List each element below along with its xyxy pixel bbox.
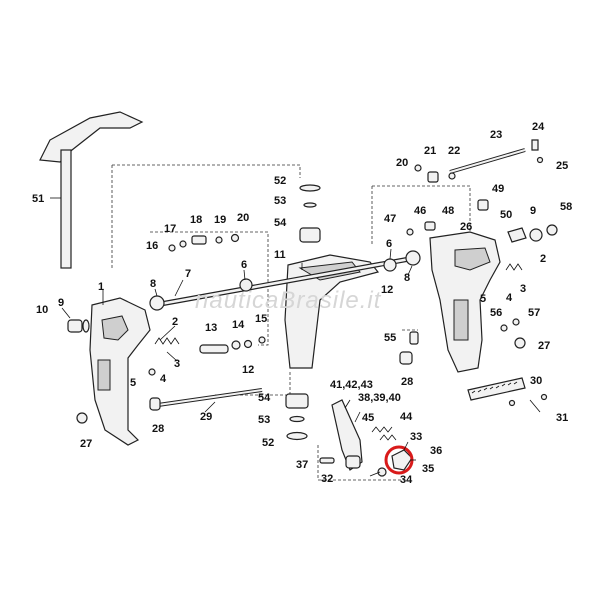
label-8: 8 bbox=[150, 278, 156, 290]
part-1-left-bracket bbox=[89, 297, 151, 446]
label-54: 54 bbox=[258, 392, 271, 404]
label-45: 45 bbox=[362, 412, 374, 424]
label-46: 46 bbox=[414, 205, 426, 217]
label-12: 12 bbox=[381, 284, 393, 296]
label-33: 33 bbox=[410, 431, 422, 443]
label-11: 11 bbox=[274, 249, 286, 261]
label-9: 9 bbox=[58, 297, 64, 309]
label-28: 28 bbox=[152, 423, 164, 435]
label-3: 3 bbox=[520, 283, 526, 295]
label-34: 34 bbox=[400, 474, 413, 486]
label-56: 56 bbox=[490, 307, 502, 319]
label-50: 50 bbox=[500, 209, 512, 221]
label-14: 14 bbox=[232, 319, 245, 331]
watermark: nauticaBrasile.it bbox=[195, 287, 382, 314]
label-20: 20 bbox=[396, 157, 408, 169]
label-51: 51 bbox=[32, 193, 44, 205]
label-38-39-40: 38,39,40 bbox=[358, 392, 401, 404]
label-30: 30 bbox=[530, 375, 542, 387]
assembly-lines bbox=[111, 164, 471, 481]
label-23: 23 bbox=[490, 129, 502, 141]
label-55: 55 bbox=[384, 332, 396, 344]
label-49: 49 bbox=[492, 183, 504, 195]
label-3: 3 bbox=[174, 358, 180, 370]
part-51-tiller-arm bbox=[39, 111, 144, 269]
label-53: 53 bbox=[274, 195, 286, 207]
label-53: 53 bbox=[258, 414, 270, 426]
label-24: 24 bbox=[532, 121, 545, 133]
label-41-42-43: 41,42,43 bbox=[330, 379, 373, 391]
label-13: 13 bbox=[205, 322, 217, 334]
label-12: 12 bbox=[242, 364, 254, 376]
label-15: 15 bbox=[255, 313, 267, 325]
hardware bbox=[67, 139, 558, 477]
label-27: 27 bbox=[80, 438, 92, 450]
label-4: 4 bbox=[160, 373, 167, 385]
leader-lines bbox=[61, 248, 541, 477]
label-1: 1 bbox=[98, 281, 104, 293]
label-57: 57 bbox=[528, 307, 540, 319]
label-6: 6 bbox=[386, 238, 392, 250]
part-labels: 1 2 2 3 3 4 4 5 5 6 6 7 8 8 9 9 10 11 12… bbox=[32, 121, 572, 486]
label-6: 6 bbox=[241, 259, 247, 271]
label-2: 2 bbox=[172, 316, 178, 328]
part-7-tube bbox=[152, 255, 418, 308]
label-17: 17 bbox=[164, 223, 176, 235]
label-10: 10 bbox=[36, 304, 48, 316]
label-26: 26 bbox=[460, 221, 472, 233]
label-22: 22 bbox=[448, 145, 460, 157]
label-48: 48 bbox=[442, 205, 454, 217]
label-16: 16 bbox=[146, 240, 158, 252]
label-5: 5 bbox=[130, 377, 136, 389]
label-19: 19 bbox=[214, 214, 226, 226]
part-23-rod bbox=[449, 148, 526, 174]
label-35: 35 bbox=[422, 463, 434, 475]
label-52: 52 bbox=[274, 175, 286, 187]
label-44: 44 bbox=[400, 411, 413, 423]
label-28: 28 bbox=[401, 376, 413, 388]
label-58: 58 bbox=[560, 201, 572, 213]
label-47: 47 bbox=[384, 213, 396, 225]
label-32: 32 bbox=[321, 473, 333, 485]
label-27: 27 bbox=[538, 340, 550, 352]
label-52: 52 bbox=[262, 437, 274, 449]
label-2: 2 bbox=[540, 253, 546, 265]
label-37: 37 bbox=[296, 459, 308, 471]
label-29: 29 bbox=[200, 411, 212, 423]
label-4: 4 bbox=[506, 292, 513, 304]
label-18: 18 bbox=[190, 214, 202, 226]
label-54: 54 bbox=[274, 217, 287, 229]
label-25: 25 bbox=[556, 160, 568, 172]
label-5: 5 bbox=[480, 293, 486, 305]
label-8: 8 bbox=[404, 272, 410, 284]
label-7: 7 bbox=[185, 268, 191, 280]
label-9: 9 bbox=[530, 205, 536, 217]
part-26-right-bracket bbox=[429, 231, 501, 373]
label-36: 36 bbox=[430, 445, 442, 457]
part-29-rod bbox=[157, 388, 263, 407]
label-20: 20 bbox=[237, 212, 249, 224]
label-31: 31 bbox=[556, 412, 568, 424]
label-21: 21 bbox=[424, 145, 436, 157]
